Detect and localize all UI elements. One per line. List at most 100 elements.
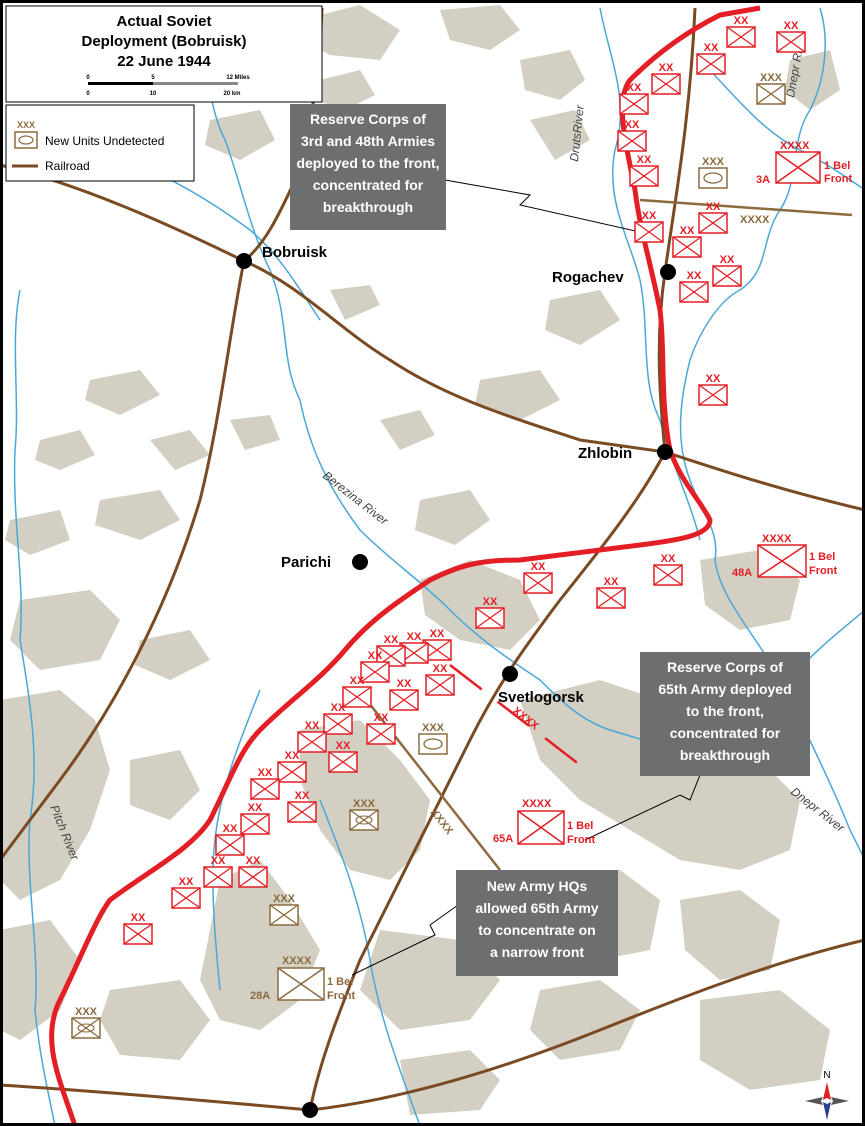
unit-type-cross: [679, 281, 709, 303]
terrain-area: [100, 980, 210, 1060]
unit-type-cross: [756, 83, 786, 105]
unit-type-cross: [238, 866, 268, 888]
unit-type-cross: [349, 809, 379, 831]
unit-echelon-label: XX: [704, 42, 719, 54]
soviet-division-symbol: XX: [619, 82, 649, 115]
terrain-area: [380, 410, 435, 450]
unit-type-cross: [250, 778, 280, 800]
army-label: 3A: [756, 174, 770, 186]
unit-echelon-label: XX: [720, 254, 735, 266]
soviet-division-symbol: XX: [653, 553, 683, 586]
note-line: a narrow front: [490, 944, 584, 960]
unit-echelon-label: XX: [627, 82, 642, 94]
unit-type-ellipse: [355, 815, 373, 825]
terrain-area: [300, 5, 400, 60]
scale-mile-0: 0: [86, 75, 90, 81]
note-box: [456, 870, 618, 976]
unit-echelon-label: XX: [350, 675, 365, 687]
unit-echelon-label: XX: [706, 201, 721, 213]
soviet-division-symbol: XX: [698, 201, 728, 234]
army-hq-65a: XXXX 65A 1 Bel Front: [493, 798, 595, 846]
unit-type-cross: [366, 723, 396, 745]
unit-echelon-label: XX: [433, 663, 448, 675]
unit-echelon-label: XXX: [75, 1006, 98, 1018]
legend-railroad-label: Railroad: [45, 159, 90, 173]
unit-echelon-label: XX: [407, 631, 422, 643]
note-line: deployed to the front,: [296, 155, 439, 171]
railroad-line: [0, 163, 666, 454]
note-line: to concentrate on: [478, 922, 595, 938]
unit-echelon-label: XX: [397, 678, 412, 690]
terrain-area: [130, 750, 200, 820]
army-front-line2: Front: [824, 173, 852, 185]
army-front-line2: Front: [567, 834, 595, 846]
berezina-river-line: [199, 7, 721, 761]
unit-echelon-label: XX: [258, 767, 273, 779]
compass-north-arrow: [823, 1082, 831, 1100]
note-line: concentrated for: [670, 725, 781, 741]
soviet-division-symbol: XX: [366, 712, 396, 745]
unit-echelon-label: XX: [734, 15, 749, 27]
river-tributary: [319, 799, 421, 1126]
army-hq-3a: XXXX 3A 1 Bel Front: [756, 140, 852, 186]
railroad-line: [0, 938, 865, 1112]
undetected-unit-symbol: XXX: [698, 156, 728, 189]
terrain-area: [530, 980, 640, 1060]
unit-type-cross: [389, 689, 419, 711]
unit-type-cross: [619, 93, 649, 115]
legend: XXX New Units Undetected Railroad: [5, 104, 195, 182]
army-label: 65A: [493, 833, 513, 845]
unit-frame: [698, 167, 728, 189]
cities: Bobruisk Rogachev Zhlobin Parichi Svetlo…: [236, 244, 676, 1118]
soviet-division-symbol: XX: [629, 154, 659, 187]
unit-type-cross: [287, 801, 317, 823]
unit-type-cross: [425, 674, 455, 696]
unit-echelon-label: XX: [483, 596, 498, 608]
unit-type-cross: [475, 607, 505, 629]
unit-echelon-label: XX: [295, 790, 310, 802]
unit-type-cross: [651, 73, 681, 95]
terrain-area: [230, 415, 280, 450]
terrain-area: [95, 490, 180, 540]
unit-type-cross: [653, 564, 683, 586]
note-line: allowed 65th Army: [475, 900, 598, 916]
soviet-division-symbol: XX: [238, 855, 268, 888]
unit-echelon-label: XXX: [702, 156, 725, 168]
soviet-division-symbol: XX: [297, 720, 327, 753]
terrain-area: [475, 370, 560, 420]
unit-echelon-label: XX: [248, 802, 263, 814]
title-subtitle: 22 June 1944: [117, 53, 211, 70]
terrain-area: [150, 430, 210, 470]
unit-echelon-label: XX: [706, 373, 721, 385]
soviet-division-symbol: XX: [726, 15, 756, 48]
terrain-area: [330, 285, 380, 320]
unit-type-cross: [698, 384, 728, 406]
army-echelon: XXXX: [780, 140, 810, 152]
unit-type-cross: [71, 1017, 101, 1039]
city-label-zhlobin: Zhlobin: [578, 445, 632, 462]
army-symbol-cross: [757, 544, 807, 578]
unit-echelon-label: XXX: [353, 798, 376, 810]
city-marker-south: [302, 1102, 318, 1118]
unit-type-cross: [672, 236, 702, 258]
unit-echelon-label: XX: [246, 855, 261, 867]
unit-type-cross: [712, 265, 742, 287]
note-line: breakthrough: [680, 747, 770, 763]
army-front-line1: 1 Bel: [327, 976, 353, 988]
river-tributary: [212, 689, 261, 991]
unit-type-cross: [696, 53, 726, 75]
soviet-division-symbol: XX: [389, 678, 419, 711]
unit-echelon-label: XX: [659, 62, 674, 74]
compass-north-label: N: [823, 1070, 830, 1081]
note-pointer: [444, 179, 641, 233]
unit-echelon-label: XX: [604, 576, 619, 588]
note-line: 65th Army deployed: [658, 681, 791, 697]
army-hq-28a: XXXX 28A 1 Bel Front: [250, 955, 355, 1002]
unit-type-cross: [726, 26, 756, 48]
terrain-area: [205, 110, 275, 160]
unit-type-cross: [360, 661, 390, 683]
army-symbol-cross: [775, 151, 821, 184]
terrain-area: [415, 490, 490, 545]
note-pointer: [351, 904, 459, 976]
unit-echelon-label: XX: [223, 823, 238, 835]
